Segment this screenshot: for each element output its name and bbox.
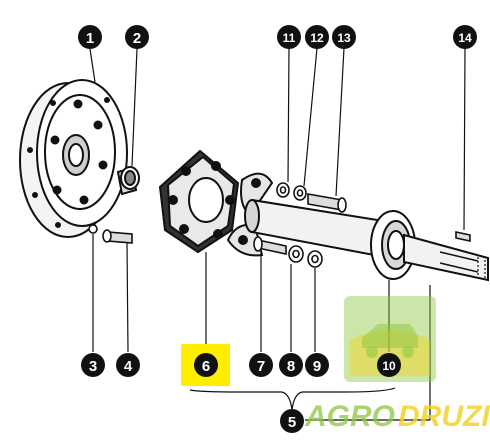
callout-3: 3	[81, 353, 105, 377]
svg-text:10: 10	[382, 359, 396, 373]
nut-lower	[307, 250, 323, 268]
callout-13: 13	[332, 25, 356, 49]
svg-text:7: 7	[257, 358, 265, 375]
svg-text:8: 8	[287, 358, 295, 375]
coupling-block	[158, 149, 240, 254]
shaft-assembly	[226, 172, 489, 282]
watermark-brand-part2: DRUZI	[398, 400, 490, 433]
washer-small	[88, 224, 98, 234]
svg-text:14: 14	[458, 31, 472, 45]
agrodruzi-logo	[344, 296, 436, 382]
callout-6: 6	[194, 353, 218, 377]
watermark: AGRO DRUZI	[304, 296, 490, 433]
callout-11: 11	[277, 25, 301, 49]
callout-4: 4	[116, 353, 140, 377]
svg-text:9: 9	[313, 358, 321, 375]
key	[455, 231, 471, 242]
callout-1: 1	[78, 25, 102, 49]
bolt-short	[102, 229, 133, 244]
bolt-lower	[253, 236, 287, 255]
svg-text:12: 12	[310, 31, 324, 45]
leader-lines	[89, 47, 466, 421]
flange-disk	[19, 79, 128, 238]
bushing	[116, 166, 140, 196]
callouts: 1 2 3 4 5 6 7 8	[78, 25, 477, 433]
svg-text:1: 1	[86, 30, 94, 47]
bolt-upper	[307, 193, 347, 213]
callout-7: 7	[249, 353, 273, 377]
callout-14: 14	[453, 25, 477, 49]
callout-5: 5	[280, 409, 304, 433]
svg-text:3: 3	[89, 358, 97, 375]
callout-10: 10	[377, 353, 401, 377]
watermark-brand-part1: AGRO	[304, 400, 395, 433]
callout-12: 12	[305, 25, 329, 49]
callout-8: 8	[279, 353, 303, 377]
callout-9: 9	[305, 353, 329, 377]
svg-text:6: 6	[202, 358, 210, 375]
svg-text:4: 4	[124, 358, 133, 375]
washer-upper	[293, 185, 307, 201]
svg-text:2: 2	[133, 30, 141, 47]
nut-upper	[276, 182, 290, 198]
svg-text:13: 13	[337, 31, 351, 45]
svg-text:5: 5	[288, 414, 296, 431]
svg-text:11: 11	[283, 31, 296, 45]
callout-2: 2	[125, 25, 149, 49]
washer-lower	[288, 245, 304, 263]
